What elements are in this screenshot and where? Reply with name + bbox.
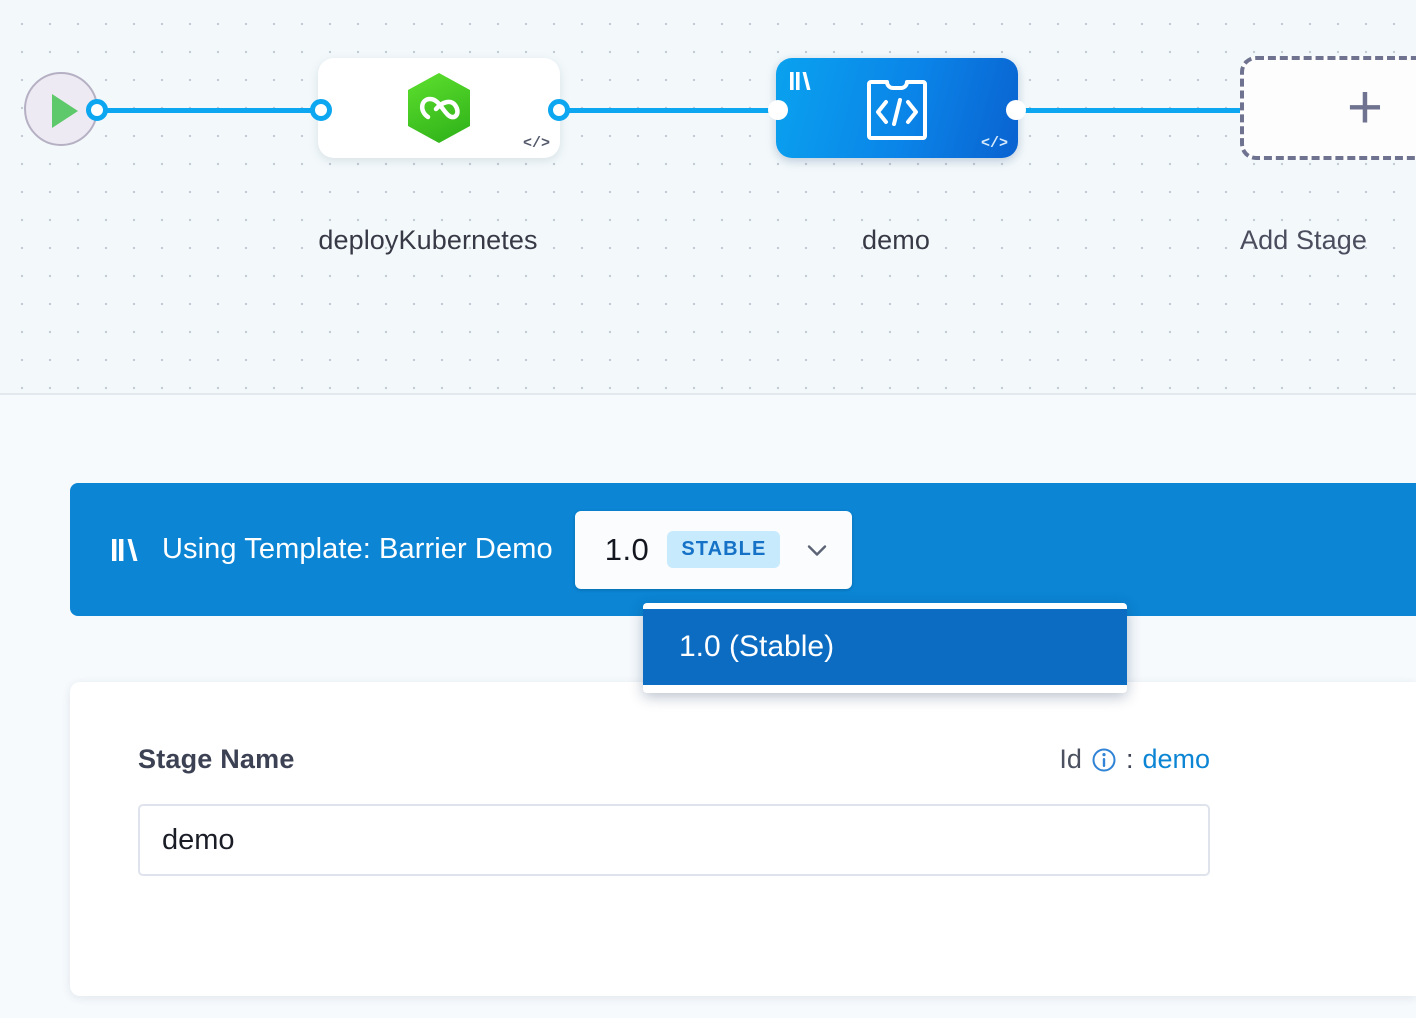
info-circle-icon[interactable] — [1091, 747, 1117, 773]
template-bars-icon — [112, 538, 138, 561]
template-version-number: 1.0 — [604, 531, 650, 567]
add-stage-node[interactable]: + — [1240, 56, 1416, 160]
using-template-label: Using Template: Barrier Demo — [162, 533, 553, 565]
stage-name-label: Stage Name — [138, 744, 295, 774]
add-stage-label: Add Stage — [1240, 225, 1368, 255]
plus-icon: + — [1346, 73, 1384, 142]
connector-k8s-to-demo — [548, 108, 788, 113]
port-k8s-output[interactable] — [548, 99, 570, 121]
code-badge-icon: </> — [522, 135, 550, 152]
template-version-dropdown-menu[interactable]: 1.0 (Stable) — [643, 603, 1127, 693]
port-demo-input[interactable] — [768, 100, 788, 120]
using-template-banner: Using Template: Barrier Demo 1.0 STABLE — [70, 483, 1416, 616]
stage-id-separator: : — [1125, 744, 1134, 774]
play-icon — [52, 94, 78, 128]
pipeline-canvas[interactable]: </> deployKubernetes </> demo + Add Stag… — [0, 0, 1416, 393]
custom-stage-icon — [867, 80, 927, 140]
stage-name-row-labels: Stage Name Id : demo — [138, 744, 1210, 775]
stage-name-input[interactable] — [138, 804, 1210, 876]
chevron-down-icon[interactable] — [804, 537, 830, 563]
connector-start-to-k8s — [92, 108, 332, 113]
stage-id-value: demo — [1142, 744, 1210, 774]
port-start-output[interactable] — [86, 99, 108, 121]
code-badge-icon: </> — [980, 135, 1008, 152]
canvas-divider — [0, 393, 1416, 395]
pipeline-start-node[interactable] — [24, 72, 98, 146]
template-bars-icon — [790, 72, 811, 90]
stage-node-deploykubernetes[interactable]: </> — [318, 58, 560, 158]
stage-id-label: Id — [1059, 744, 1082, 774]
stage-details-card: Stage Name Id : demo — [70, 682, 1416, 996]
template-version-selector[interactable]: 1.0 STABLE — [574, 510, 853, 589]
stage-node-label-demo: demo — [862, 225, 930, 255]
port-demo-output[interactable] — [1006, 100, 1026, 120]
harness-cd-hexagon-icon — [408, 73, 470, 143]
stage-node-label-deploykubernetes: deployKubernetes — [318, 225, 538, 255]
stage-id-display: Id : demo — [1059, 744, 1210, 775]
connector-demo-to-add — [1004, 108, 1254, 113]
dropdown-option-1-0-stable[interactable]: 1.0 (Stable) — [643, 609, 1127, 685]
template-version-stable-badge: STABLE — [667, 531, 781, 568]
stage-config-panel: Using Template: Barrier Demo 1.0 STABLE … — [0, 395, 1416, 1018]
stage-node-demo[interactable]: </> — [776, 58, 1018, 158]
port-k8s-input[interactable] — [310, 99, 332, 121]
